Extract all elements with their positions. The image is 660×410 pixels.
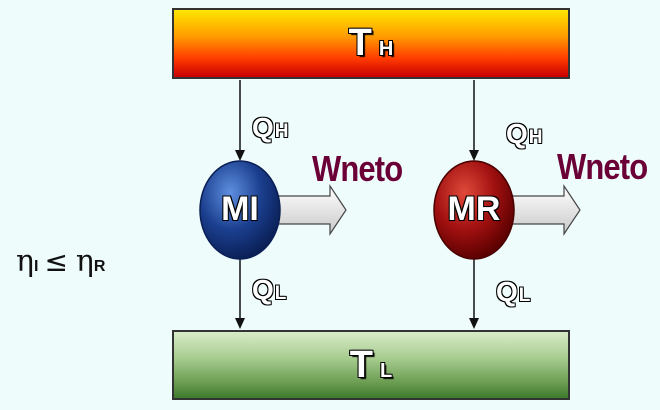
hot-reservoir: T H bbox=[172, 8, 570, 79]
hot-reservoir-label: T H bbox=[348, 22, 394, 64]
eta-right: η bbox=[75, 244, 94, 279]
eta-left: η bbox=[16, 244, 34, 279]
left-work-arrow bbox=[277, 184, 347, 236]
left-heat-out-arrow bbox=[235, 258, 245, 329]
right-engine-label: MR bbox=[447, 190, 501, 228]
left-heat-in-arrow bbox=[235, 80, 245, 161]
left-heat-in-label: Q H bbox=[252, 112, 289, 143]
left-engine-label: MI bbox=[221, 190, 259, 228]
right-engine-circle bbox=[433, 160, 515, 260]
right-heat-out-label: Q L bbox=[496, 276, 531, 307]
left-engine-circle bbox=[199, 160, 281, 260]
relation-symbol: ≤ bbox=[44, 245, 68, 278]
cold-reservoir-label: T L bbox=[349, 343, 393, 386]
right-work-label: Wneto bbox=[557, 146, 648, 187]
left-work-label: Wneto bbox=[312, 148, 403, 189]
left-heat-out-label: Q L bbox=[252, 274, 287, 305]
right-heat-in-arrow bbox=[469, 80, 479, 161]
right-heat-out-arrow bbox=[469, 258, 479, 329]
cold-reservoir: T L bbox=[172, 330, 570, 400]
right-work-arrow bbox=[511, 184, 581, 236]
eta-right-subscript: R bbox=[93, 258, 106, 275]
efficiency-relation: η I ≤ η R bbox=[16, 244, 105, 279]
right-heat-in-label: Q H bbox=[506, 118, 543, 149]
eta-left-subscript: I bbox=[33, 258, 39, 275]
